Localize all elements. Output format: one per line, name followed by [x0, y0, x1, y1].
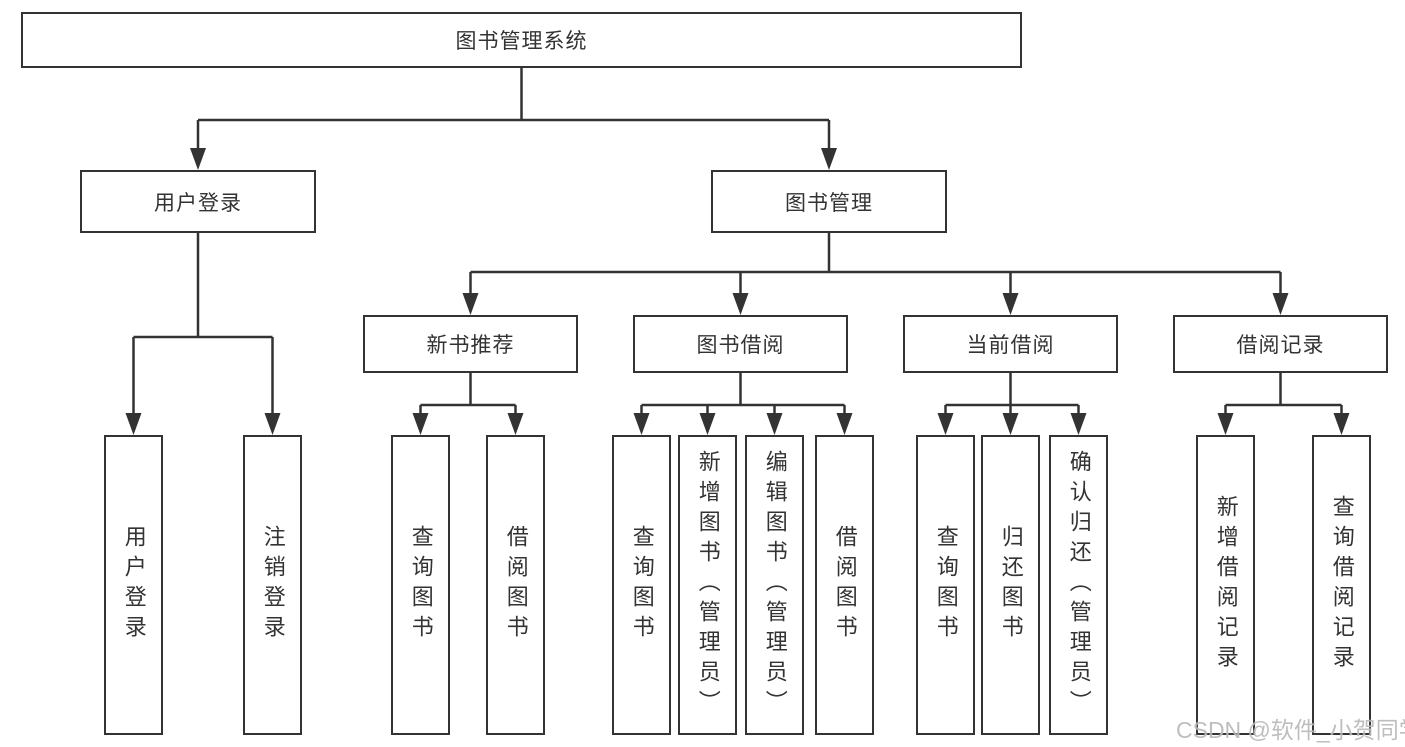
node-current-borrow: 当前借阅	[903, 315, 1118, 373]
node-label: 借阅图书	[503, 525, 529, 645]
leaf-add-borrow-record: 新增借阅记录	[1196, 435, 1255, 735]
leaf-edit-book-admin: 编辑图书（管理员）	[745, 435, 804, 735]
leaf-add-book-admin: 新增图书（管理员）	[678, 435, 737, 735]
leaf-query-books-borrow: 查询图书	[612, 435, 671, 735]
node-label: 新书推荐	[426, 334, 515, 357]
node-label: 图书管理系统	[455, 30, 588, 53]
leaf-logout-login: 注销登录	[243, 435, 302, 735]
leaf-confirm-return-admin: 确认归还（管理员）	[1049, 435, 1108, 735]
leaf-borrow-books-recommend: 借阅图书	[486, 435, 545, 735]
csdn-watermark: CSDN @软件_小贺同学	[1176, 717, 1405, 743]
node-label: 注销登录	[260, 525, 286, 645]
leaf-return-book: 归还图书	[981, 435, 1040, 735]
node-label: 用户登录	[154, 191, 242, 215]
node-label: 借阅图书	[832, 525, 858, 645]
node-label: 当前借阅	[966, 334, 1055, 357]
arrowheads	[125, 148, 1350, 435]
leaf-borrow-books: 借阅图书	[815, 435, 874, 735]
node-label: 编辑图书（管理员）	[762, 450, 788, 720]
connector-root-to-level2	[196, 68, 831, 150]
leaf-query-books-current: 查询图书	[916, 435, 975, 735]
node-label: 查询借阅记录	[1329, 495, 1355, 675]
leaf-query-books-recommend: 查询图书	[391, 435, 450, 735]
connector-borrow-records-children	[1224, 373, 1343, 414]
node-new-book-recommend: 新书推荐	[363, 315, 578, 373]
node-label: 借阅记录	[1236, 334, 1325, 357]
node-label: 新增借阅记录	[1213, 495, 1239, 675]
node-borrow-records: 借阅记录	[1173, 315, 1388, 373]
node-label: 图书借阅	[696, 334, 785, 357]
node-label: 图书管理	[785, 191, 873, 215]
connector-book-borrow-children	[640, 373, 846, 414]
node-book-management: 图书管理	[711, 170, 947, 233]
node-user-login: 用户登录	[80, 170, 316, 233]
node-label: 归还图书	[998, 525, 1024, 645]
node-label: 查询图书	[408, 525, 434, 645]
leaf-user-login: 用户登录	[104, 435, 163, 735]
connector-book-mgmt-children	[469, 232, 1282, 294]
node-label: 查询图书	[933, 525, 959, 645]
connector-new-book-children	[419, 373, 517, 414]
node-label: 用户登录	[121, 525, 147, 645]
connector-current-borrow-children	[944, 373, 1080, 414]
node-book-borrow: 图书借阅	[633, 315, 848, 373]
node-library-management-system: 图书管理系统	[21, 12, 1022, 68]
node-label: 新增图书（管理员）	[695, 450, 721, 720]
node-label: 确认归还（管理员）	[1066, 450, 1092, 720]
connector-user-login-children	[132, 232, 274, 414]
leaf-query-borrow-record: 查询借阅记录	[1312, 435, 1371, 735]
node-label: 查询图书	[629, 525, 655, 645]
